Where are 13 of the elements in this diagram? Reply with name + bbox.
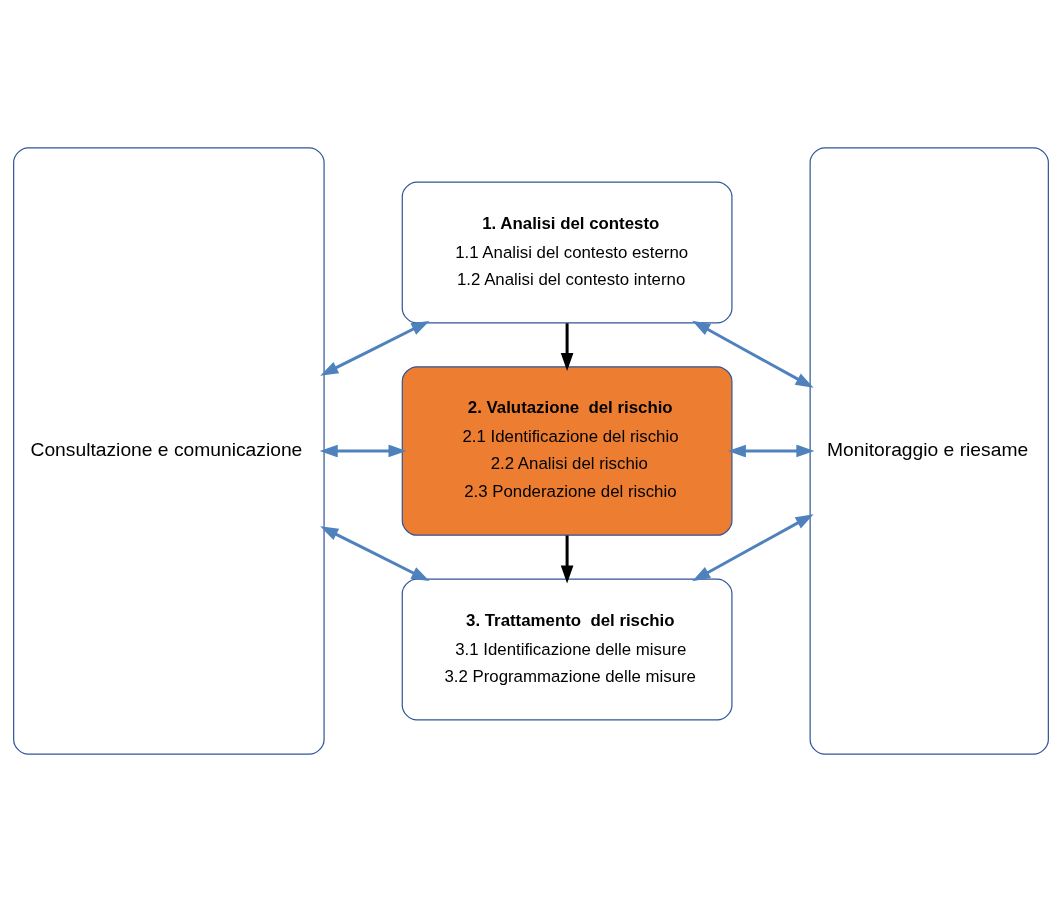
- node-box: Monitoraggio e riesame: [809, 147, 1049, 755]
- arrow: [560, 535, 574, 584]
- arrow: [727, 444, 815, 458]
- arrow: [320, 320, 430, 376]
- node-box: 1. Analisi del contesto 1.1 Analisi del contesto esterno 1.2 Analisi del contesto interno: [401, 181, 733, 324]
- arrow: [560, 323, 574, 372]
- arrow: [692, 514, 814, 582]
- arrow: [319, 444, 407, 458]
- arrow: [320, 526, 430, 582]
- node-box: Consultazione e comunicazione: [13, 147, 325, 755]
- node-box: 2. Valutazione del rischio 2.1 Identificazione del rischio 2.2 Analisi del rischio 2.3 Ponderazione del rischio: [401, 366, 733, 536]
- arrow: [692, 320, 814, 388]
- node-box: 3. Trattamento del rischio 3.1 Identificazione delle misure 3.2 Programmazione delle misure: [401, 578, 733, 721]
